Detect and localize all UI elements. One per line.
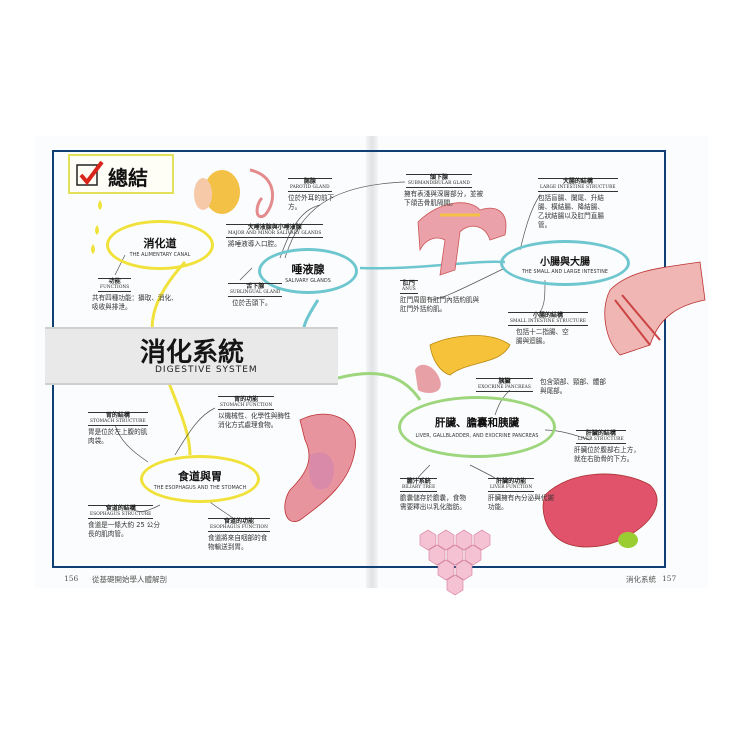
- book-gutter: [366, 136, 378, 588]
- node-salivary-glands: 唾液腺 SALIVARY GLANDS: [258, 248, 358, 294]
- note-sublingual-text: 位於舌頭下。: [232, 299, 272, 307]
- note-large-structure-text: 包括盲腸、闌尾、升結腸、橫結腸、降結腸、乙狀結腸以及肛門直腸管。: [538, 194, 604, 229]
- note-liver-structure-text: 肝臟位於腹部右上方，就在右肋骨的下方。: [574, 446, 640, 463]
- note-pancreas-text: 包含頭部、頸部、體部與尾部。: [540, 378, 606, 395]
- note-major-minor-text: 將唾液導入口腔。: [228, 240, 281, 248]
- note-liver-function-text: 肝臟擁有內分泌與代謝功能。: [488, 494, 554, 511]
- node-liver-en: LIVER, GALLBLADDER, AND EXOCRINE PANCREA…: [415, 434, 539, 439]
- right-page-number: 157: [662, 574, 677, 583]
- node-alimentary-zh: 消化道: [143, 237, 177, 250]
- node-intestine: 小腸與大腸 THE SMALL AND LARGE INTESTINE: [500, 240, 630, 286]
- note-esophagus-structure-text: 食道是一條大約 25 公分長的肌肉管。: [88, 521, 160, 538]
- left-page-number: 156: [64, 574, 79, 583]
- node-liver-gallbladder-pancreas: 肝臟、膽囊和胰臟 LIVER, GALLBLADDER, AND EXOCRIN…: [398, 396, 556, 458]
- hexagon-cells-illustration: [419, 529, 491, 596]
- note-stomach-function-text: 以機械性、化學性與酶性消化方式處理食物。: [218, 412, 291, 429]
- node-alimentary-en: THE ALIMENTARY CANAL: [129, 253, 191, 258]
- node-stomach-en: THE ESOPHAGUS AND THE STOMACH: [153, 486, 247, 491]
- node-salivary-en: SALIVARY GLANDS: [285, 279, 331, 284]
- note-parotid-text: 位於外耳的前下方。: [288, 194, 335, 211]
- large-intestine-section-illustration: [604, 261, 706, 356]
- node-intestine-en: THE SMALL AND LARGE INTESTINE: [521, 270, 609, 275]
- right-running-title: 消化系統: [626, 575, 656, 584]
- pancreas-illustration: [415, 335, 511, 393]
- note-anus-text: 肛門周圍有肛門內括約肌與肛門外括約肌。: [400, 296, 480, 313]
- checkmark-icon: [76, 160, 104, 186]
- node-salivary-zh: 唾液腺: [291, 263, 325, 276]
- stomach-illustration: [284, 413, 356, 523]
- node-intestine-zh: 小腸與大腸: [540, 257, 590, 268]
- banner-title: 消化系統: [140, 338, 245, 368]
- summary-title-box: 總結: [68, 154, 174, 194]
- note-function-text: 共有四種功能：攝取、消化、吸收與排泄。: [92, 294, 178, 311]
- note-stomach-structure-text: 胃是位於左上腹的肌肉袋。: [88, 428, 148, 445]
- intestine-illustration: [417, 202, 507, 276]
- green-branch-line: [337, 372, 422, 401]
- liver-illustration: [542, 473, 658, 548]
- note-small-structure-text: 包括十二指腸、空腸與迴腸。: [516, 328, 569, 345]
- central-banner: 消化系統 DIGESTIVE SYSTEM: [45, 327, 338, 385]
- teal-branch-line-2: [359, 260, 506, 270]
- node-esophagus-stomach: 食道與胃 THE ESOPHAGUS AND THE STOMACH: [140, 455, 260, 503]
- node-alimentary-canal: 消化道 THE ALIMENTARY CANAL: [106, 220, 214, 270]
- banner-subtitle: DIGESTIVE SYSTEM: [155, 365, 258, 375]
- left-running-title: 從基礎開始學人體解剖: [92, 575, 167, 584]
- node-liver-zh: 肝臟、膽囊和胰臟: [435, 417, 519, 429]
- note-esophagus-function-text: 食道將來自咽部的食物輸送到胃。: [208, 534, 268, 551]
- node-stomach-zh: 食道與胃: [178, 470, 222, 483]
- summary-title: 總結: [108, 166, 148, 190]
- salivary-gland-illustration: [194, 168, 274, 219]
- note-submandibular-text: 擁有表淺與深層部分，並被下頜舌骨肌隔開。: [404, 190, 484, 207]
- note-bile-text: 膽囊儲存於膽囊，食物需要釋出以乳化脂肪。: [400, 494, 466, 511]
